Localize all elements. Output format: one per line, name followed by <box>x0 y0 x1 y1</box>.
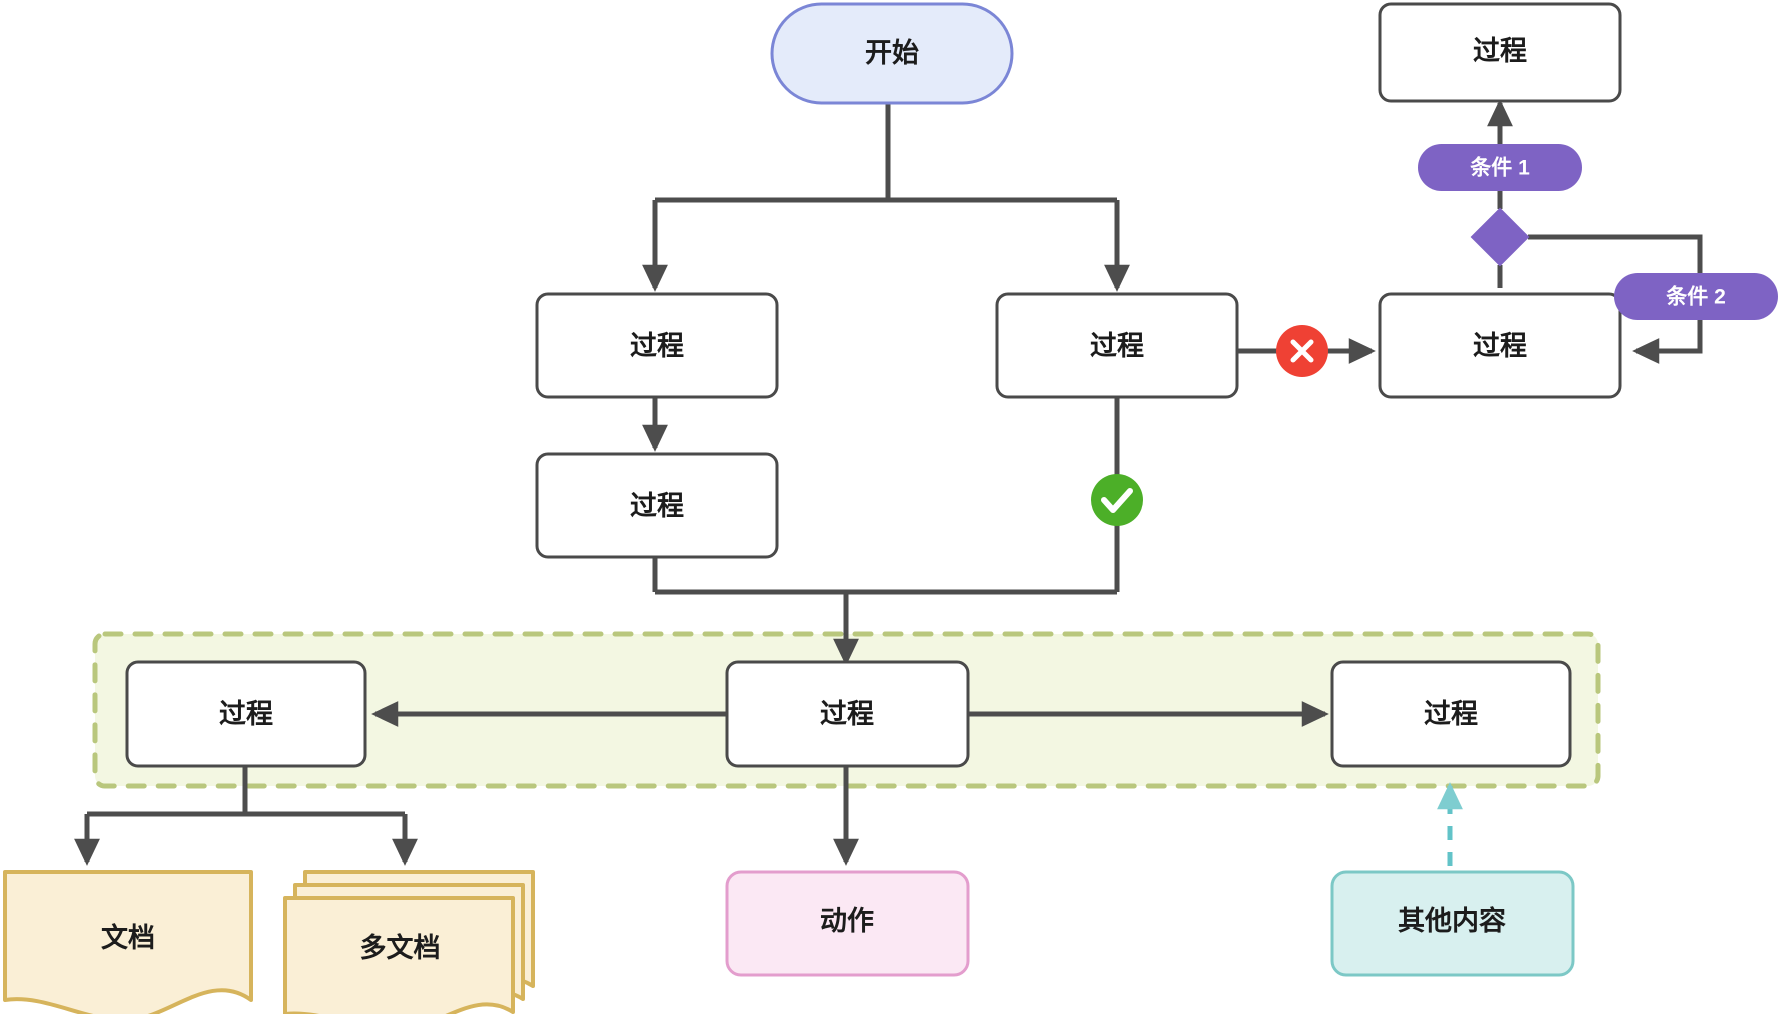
edge-label-condition-1: 条件 1 <box>1418 144 1582 191</box>
process-group-right-shape <box>1330 660 1572 768</box>
close-icon <box>1290 339 1314 363</box>
node-action[interactable]: 动作 <box>725 870 970 977</box>
process-left-1-shape <box>535 292 779 399</box>
error-badge <box>1276 325 1328 377</box>
action-shape <box>725 870 970 977</box>
node-process-group-right[interactable]: 过程 <box>1330 660 1572 768</box>
process-left-2-shape <box>535 452 779 559</box>
node-other-content[interactable]: 其他内容 <box>1330 870 1575 977</box>
node-process-right-upper[interactable]: 过程 <box>1378 292 1622 399</box>
multi-document-sheet-1 <box>283 896 515 1014</box>
node-process-left-1[interactable]: 过程 <box>535 292 779 399</box>
node-start[interactable]: 开始 <box>770 2 1014 105</box>
decision-diamond-shape <box>1470 207 1530 267</box>
process-right-top-shape <box>1378 2 1622 103</box>
node-decision[interactable] <box>1470 207 1530 267</box>
process-mid-top-shape <box>995 292 1239 399</box>
process-right-upper-shape <box>1378 292 1622 399</box>
node-document[interactable]: 文档 <box>3 870 253 1014</box>
node-multi-document[interactable]: 多文档 <box>283 870 535 1014</box>
node-process-right-top[interactable]: 过程 <box>1378 2 1622 103</box>
process-group-left-shape <box>125 660 367 768</box>
document-shape <box>3 870 253 1014</box>
node-process-group-center[interactable]: 过程 <box>725 660 970 768</box>
node-process-left-2[interactable]: 过程 <box>535 452 779 559</box>
edge-label-condition-2: 条件 2 <box>1614 273 1778 320</box>
condition-1-pill <box>1418 144 1582 191</box>
other-content-shape <box>1330 870 1575 977</box>
check-icon <box>1101 488 1133 513</box>
success-badge-circle <box>1091 474 1143 526</box>
condition-2-pill <box>1614 273 1778 320</box>
success-badge <box>1091 474 1143 526</box>
node-process-mid-top[interactable]: 过程 <box>995 292 1239 399</box>
process-group-center-shape <box>725 660 970 768</box>
node-process-group-left[interactable]: 过程 <box>125 660 367 768</box>
start-shape <box>770 2 1014 105</box>
